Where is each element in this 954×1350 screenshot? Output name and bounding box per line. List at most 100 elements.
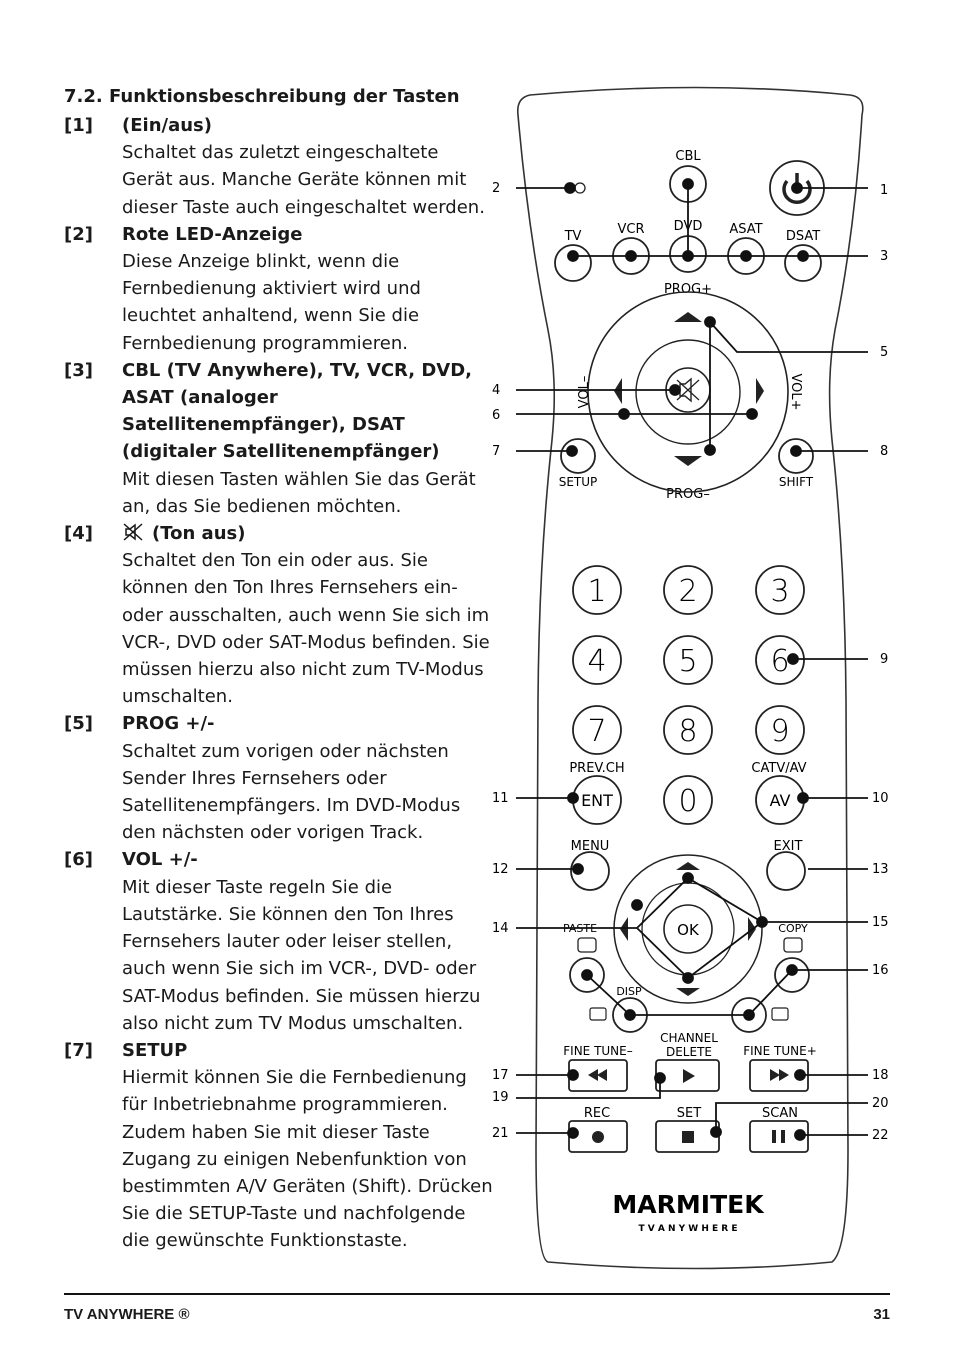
- callout-right: 13: [872, 862, 889, 877]
- cbl-label: CBL: [675, 149, 701, 164]
- tv-label: TV: [564, 229, 582, 244]
- callout-left: 2: [492, 181, 500, 196]
- scan-label: SCAN: [762, 1106, 798, 1121]
- entry-number: [3]: [64, 359, 93, 381]
- setup-button[interactable]: [560, 438, 596, 474]
- callout-right: 1: [880, 183, 888, 198]
- entry-title: VOL +/-: [122, 849, 198, 871]
- pause-button[interactable]: [749, 1120, 809, 1153]
- nav-down-arrow-icon[interactable]: [676, 988, 700, 996]
- digit-0-label: 0: [678, 784, 697, 819]
- entry-title: (Ein/aus): [122, 115, 212, 136]
- led-indicator: [574, 182, 586, 194]
- prog-down-arrow-icon[interactable]: [674, 456, 702, 466]
- digit-3-button[interactable]: [755, 565, 805, 615]
- ent-label: ENT: [581, 791, 613, 810]
- callout-right: 22: [872, 1128, 889, 1143]
- vol-down-arrow-icon[interactable]: [614, 378, 622, 404]
- prog-up-arrow-icon[interactable]: [674, 312, 702, 322]
- dsat-button[interactable]: [784, 244, 822, 282]
- callout-left: 6: [492, 408, 500, 423]
- menu-label: MENU: [571, 839, 610, 854]
- ok-button[interactable]: [663, 904, 713, 954]
- digit-8-label: 8: [678, 714, 697, 749]
- subtitle-icon: [771, 1007, 789, 1021]
- prev-ch-label: PREV.CH: [569, 761, 624, 776]
- entry-title: CBL (TV Anywhere), TV, VCR, DVD, ASAT (a…: [122, 359, 472, 463]
- tv-button[interactable]: [554, 244, 592, 282]
- exit-label: EXIT: [774, 839, 803, 854]
- paste-button[interactable]: [569, 957, 605, 993]
- entry-text: Hiermit können Sie die Fernbedienung für…: [122, 1067, 493, 1252]
- entry-mute: [4] (Ton aus)Schaltet den Ton ein oder a…: [64, 520, 494, 710]
- callout-numbers: 2 4 6 7 11 12 14 17 19 21 1 3 5 8 9 10 1…: [492, 181, 889, 1143]
- entry-text: Mit diesen Tasten wählen Sie das Gerät a…: [122, 468, 476, 517]
- setup-label: SETUP: [559, 475, 598, 489]
- disp-icon: [589, 1007, 607, 1021]
- section-title: 7.2. Funktionsbeschreibung der Tasten: [64, 86, 460, 107]
- callout-left: 17: [492, 1068, 509, 1083]
- shift-label: SHIFT: [779, 475, 814, 489]
- digit-7-button[interactable]: [572, 705, 622, 755]
- stop-icon: [682, 1131, 694, 1143]
- remote-body: [516, 86, 864, 1270]
- entry-text: Schaltet zum vorigen oder nächsten Sende…: [122, 740, 461, 844]
- fine-tune-minus-label: FINE TUNE–: [563, 1044, 633, 1058]
- entry-prog: [5] PROG +/-Schaltet zum vorigen oder nä…: [64, 710, 494, 846]
- set-label: SET: [677, 1106, 701, 1121]
- callout-right: 3: [880, 249, 888, 264]
- digit-2-button[interactable]: [663, 565, 713, 615]
- av-label: AV: [770, 791, 791, 810]
- entry-title: SETUP: [122, 1039, 188, 1061]
- entry-number: [1]: [64, 115, 93, 136]
- entry-number: [2]: [64, 223, 93, 245]
- pause-icon: [772, 1130, 785, 1143]
- copy-button[interactable]: [774, 957, 810, 993]
- callout-left: 19: [492, 1090, 509, 1105]
- brand-tagline: T V A N Y W H E R E: [638, 1224, 737, 1234]
- digit-4-label: 4: [587, 644, 606, 679]
- rec-label: REC: [584, 1106, 610, 1121]
- digit-1-button[interactable]: [572, 565, 622, 615]
- digit-5-button[interactable]: [663, 635, 713, 685]
- prog-minus-label: PROG–: [666, 487, 710, 502]
- digit-0-button[interactable]: [663, 775, 713, 825]
- nav-left-arrow-icon[interactable]: [620, 917, 628, 941]
- callout-left: 14: [492, 921, 509, 936]
- callout-right: 16: [872, 963, 889, 978]
- brand-logo: MARMITEK: [612, 1190, 765, 1219]
- digit-7-label: 7: [587, 714, 606, 749]
- rewind-icon: [588, 1069, 607, 1081]
- digit-8-button[interactable]: [663, 705, 713, 755]
- callout-left: 11: [492, 791, 509, 806]
- callout-right: 10: [872, 791, 889, 806]
- shift-button[interactable]: [778, 438, 814, 474]
- entry-power: [1] (Ein/aus) Schaltet das zuletzt einges…: [64, 112, 494, 221]
- fine-tune-plus-label: FINE TUNE+: [743, 1044, 817, 1058]
- digit-9-button[interactable]: [755, 705, 805, 755]
- entry-sources: [3] CBL (TV Anywhere), TV, VCR, DVD, ASA…: [64, 357, 494, 520]
- footer-divider: [64, 1293, 890, 1295]
- entry-setup: [7] SETUP Hiermit können Sie die Fernbedi…: [64, 1037, 494, 1255]
- digit-4-button[interactable]: [572, 635, 622, 685]
- callout-left: 4: [492, 383, 500, 398]
- exit-button[interactable]: [766, 851, 806, 891]
- entry-text: Schaltet das zuletzt eingeschaltete Gerä…: [122, 142, 485, 218]
- entry-title: (Ton aus): [152, 523, 246, 545]
- catv-av-label: CATV/AV: [751, 761, 806, 776]
- vol-up-arrow-icon[interactable]: [756, 378, 764, 404]
- entry-vol: [6] VOL +/-Mit dieser Taste regeln Sie d…: [64, 846, 494, 1036]
- entry-number: [7]: [64, 1039, 93, 1061]
- mute-icon: [676, 377, 700, 403]
- entry-number: [5]: [64, 713, 93, 735]
- digit-6-button[interactable]: [755, 635, 805, 685]
- ok-label: OK: [677, 921, 700, 939]
- digit-6-label: 6: [770, 644, 789, 679]
- delete-label: DELETE: [666, 1045, 712, 1059]
- menu-button[interactable]: [570, 851, 610, 891]
- entry-number: [6]: [64, 849, 93, 871]
- callout-right: 15: [872, 915, 889, 930]
- mute-icon: [123, 523, 143, 541]
- nav-up-arrow-icon[interactable]: [676, 862, 700, 870]
